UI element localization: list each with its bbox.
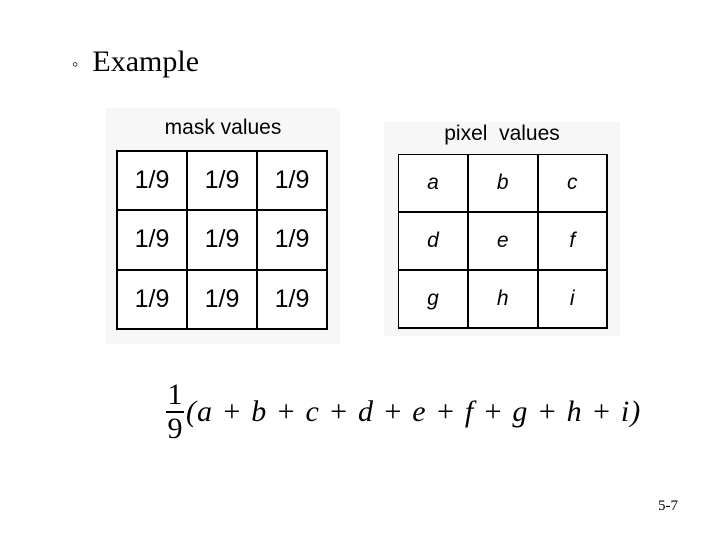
pixel-row: a b c	[398, 153, 608, 213]
mask-cell: 1/9	[256, 268, 328, 331]
pixel-cell: i	[536, 268, 608, 330]
mask-cell: 1/9	[116, 209, 188, 271]
mask-cell: 1/9	[186, 209, 258, 271]
mask-cell: 1/9	[256, 149, 328, 212]
mask-row: 1/9 1/9 1/9	[116, 209, 328, 271]
pixel-cell: b	[467, 153, 539, 213]
slide-heading-line: ◦ Example	[72, 40, 199, 86]
formula-numerator: 1	[167, 378, 183, 411]
pixel-cell: a	[398, 153, 469, 213]
pixel-cell: f	[536, 210, 608, 271]
mask-cell: 1/9	[116, 149, 188, 212]
pixel-values-title: pixel values	[444, 122, 560, 145]
pixel-cell: e	[467, 210, 539, 271]
pixel-row: g h i	[398, 268, 608, 330]
mask-values-panel: mask values 1/9 1/9 1/9 1/9 1/9 1/9 1/9 …	[106, 108, 340, 344]
pixel-values-panel: pixel values a b c d e f g h i	[384, 122, 620, 336]
mask-grid: 1/9 1/9 1/9 1/9 1/9 1/9 1/9 1/9 1/9	[116, 149, 328, 331]
pixel-cell: h	[467, 268, 539, 330]
mask-values-title: mask values	[164, 116, 282, 139]
average-formula: 1 9 (a + b + c + d + e + f + g + h + i)	[166, 374, 641, 450]
formula-denominator: 9	[167, 412, 183, 445]
mask-row: 1/9 1/9 1/9	[116, 268, 328, 331]
mask-cell: 1/9	[256, 209, 328, 271]
mask-cell: 1/9	[116, 268, 188, 331]
mask-row: 1/9 1/9 1/9	[116, 149, 328, 212]
bullet-icon: ◦	[72, 54, 79, 75]
pixel-grid: a b c d e f g h i	[398, 153, 608, 330]
formula-fraction: 1 9	[166, 379, 184, 445]
mask-cell: 1/9	[186, 149, 258, 212]
pixel-row: d e f	[398, 210, 608, 271]
pixel-cell: g	[398, 268, 469, 330]
pixel-cell: d	[398, 210, 469, 271]
formula-expression: (a + b + c + d + e + f + g + h + i)	[186, 395, 642, 428]
fraction-bar	[166, 411, 184, 413]
page-number: 5-7	[658, 498, 678, 514]
pixel-cell: c	[536, 153, 608, 213]
slide-heading: Example	[92, 45, 200, 78]
mask-cell: 1/9	[186, 268, 258, 331]
